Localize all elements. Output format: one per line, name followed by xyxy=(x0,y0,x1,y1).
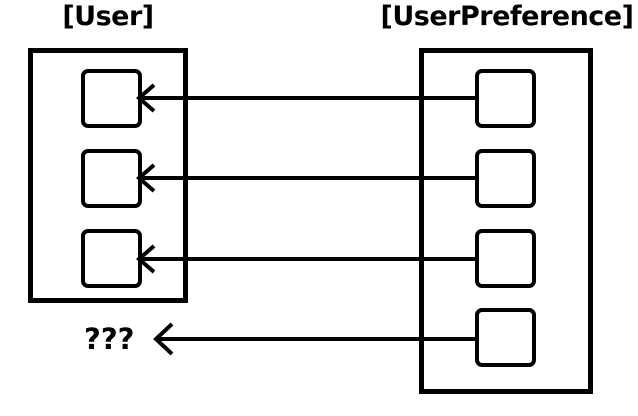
connector-link-3 xyxy=(135,244,475,274)
field-box-userpreference-2 xyxy=(475,149,536,208)
field-box-userpreference-1 xyxy=(475,69,536,128)
field-box-user-1 xyxy=(81,69,142,128)
entity-title-userpreference: [UserPreference] xyxy=(380,1,634,32)
field-box-user-3 xyxy=(81,229,142,288)
entity-box-user xyxy=(28,48,188,303)
entity-box-userpreference xyxy=(419,48,593,394)
connector-link-4 xyxy=(153,322,475,356)
connector-link-2 xyxy=(135,163,475,193)
unknown-target-label: ??? xyxy=(84,322,135,356)
connector-link-1 xyxy=(135,83,475,113)
field-box-userpreference-3 xyxy=(475,229,536,288)
field-box-userpreference-4 xyxy=(475,308,536,367)
entity-title-user: [User] xyxy=(62,1,154,32)
